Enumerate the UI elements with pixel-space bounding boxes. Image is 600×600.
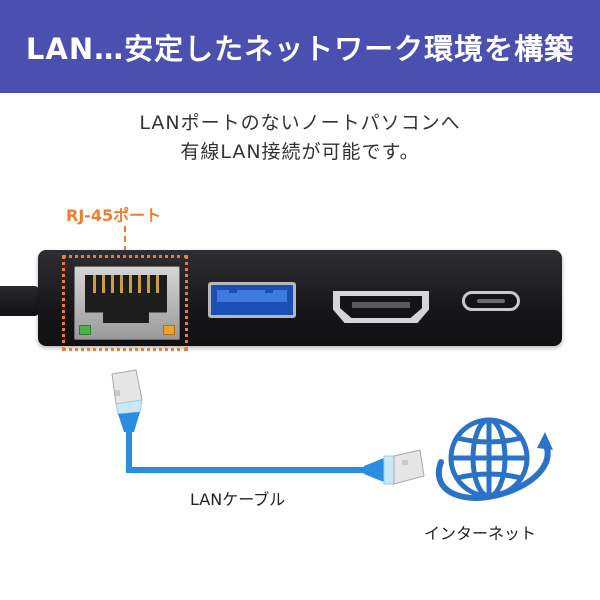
rj45-pin — [111, 275, 114, 293]
rj45-pin — [102, 275, 105, 293]
rj45-pin — [129, 275, 132, 293]
description-line-2: 有線LAN接続が可能です。 — [180, 141, 420, 163]
lan-plug-left — [111, 369, 143, 432]
rj45-pin — [156, 275, 159, 293]
globe-icon — [436, 417, 553, 501]
rj45-pin — [120, 275, 123, 293]
hdmi-tongue — [352, 302, 410, 308]
usb-c-tongue — [477, 299, 505, 303]
rj45-pin — [138, 275, 141, 293]
usb-a-tab — [265, 288, 273, 293]
rj45-pins — [93, 275, 159, 293]
usb-a-tab — [229, 288, 237, 293]
usb-a-port — [208, 282, 296, 318]
link-led-green — [79, 325, 91, 335]
rj45-pin — [93, 275, 96, 293]
rj45-port-label: RJ-45ポート — [66, 206, 162, 225]
device-cable — [0, 286, 40, 316]
usb-a-contact-plate — [217, 290, 287, 302]
rj45-highlight-frame — [62, 255, 188, 351]
lan-cable-label: LANケーブル — [190, 490, 286, 509]
description-line-1: LANポートのないノートパソコンへ — [139, 112, 461, 134]
lan-plug-right — [364, 449, 425, 485]
usb-c-port — [462, 291, 520, 311]
banner-title: LAN…安定したネットワーク環境を構築 — [25, 31, 575, 66]
internet-label: インターネット — [424, 524, 537, 543]
rj45-port — [74, 266, 180, 340]
lan-cable-line — [126, 432, 366, 473]
activity-led-orange — [163, 325, 175, 335]
rj45-pin — [147, 275, 150, 293]
title-banner: LAN…安定したネットワーク環境を構築 — [0, 0, 600, 93]
rj45-leader-line — [124, 226, 126, 252]
